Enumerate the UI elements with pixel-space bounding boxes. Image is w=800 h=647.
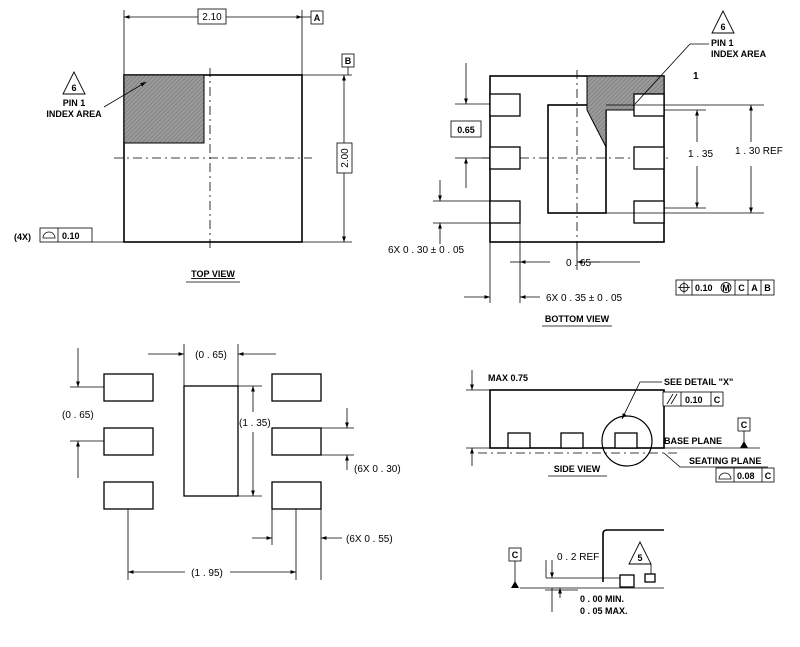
land-pad-left-1 <box>103 373 154 402</box>
side-max-height: MAX 0.75 <box>488 373 528 383</box>
flatness-count: (4X) <box>14 232 31 242</box>
land-pad-left-3 <box>103 481 154 510</box>
bottom-pin1-line1: PIN 1 <box>711 38 734 48</box>
lead-left-3 <box>489 200 521 224</box>
side-view-title: SIDE VIEW <box>554 464 601 474</box>
seating-flat-symbol-icon <box>718 472 732 480</box>
bottom-lead-width-dim: 6X 0 . 30 ± 0 . 05 <box>388 245 465 256</box>
fcf-value: 0.10 <box>695 283 713 293</box>
datum-b-label: B <box>345 56 352 66</box>
note-6-number: 6 <box>71 83 76 93</box>
fcf-datum-3: B <box>764 283 771 293</box>
position-tolerance-frame: 0.10 M C A B <box>675 279 775 296</box>
detail-note-5-number: 5 <box>637 553 642 563</box>
bottom-dim-135: 1 . 35 <box>688 149 713 160</box>
seating-flatness-frame: 0.08 C <box>715 467 775 483</box>
see-detail-x: SEE DETAIL "X" <box>664 377 733 387</box>
seating-flat-value: 0.08 <box>737 471 755 481</box>
side-lead-3 <box>614 432 638 449</box>
pin1-label-line1: PIN 1 <box>63 98 86 108</box>
land-pad-right-3 <box>271 481 322 510</box>
detail-datum-c-label: C <box>512 550 519 560</box>
pin-1-number: 1 <box>693 71 699 82</box>
land-pad-left-2 <box>103 427 154 456</box>
detail-lead <box>619 574 635 588</box>
base-plane-label: BASE PLANE <box>664 436 722 446</box>
top-view-body <box>123 74 303 243</box>
bottom-view: 6 PIN 1 INDEX AREA 1 1 . 35 1 . 30 REF 0… <box>388 9 783 327</box>
top-view-title: TOP VIEW <box>191 269 235 279</box>
flatness-frame <box>39 227 93 243</box>
land-dim-135: (1 . 35) <box>239 418 271 429</box>
bottom-note-6-triangle <box>711 9 735 34</box>
pin1-index-area <box>123 74 205 144</box>
flatness-value: 0.10 <box>62 231 80 241</box>
parallelism-frame: 0.10 C <box>662 391 724 407</box>
land-dim-065-top: (0 . 65) <box>195 350 227 361</box>
detail-x: C 0 . 2 REF 5 0 . 00 MIN. 0 . 05 MAX. <box>508 529 664 616</box>
land-thermal-pad <box>183 385 239 497</box>
side-view: MAX 0.75 SEE DETAIL "X" 0.10 C BASE PLAN… <box>466 370 775 483</box>
land-pad-right-2 <box>271 427 322 456</box>
bottom-dim-065: 0 . 65 <box>566 258 591 269</box>
land-dim-6x030: (6X 0 . 30) <box>354 464 401 475</box>
bottom-note-6-number: 6 <box>720 22 725 32</box>
land-pad-right-1 <box>271 373 322 402</box>
fcf-modifier: M <box>722 283 730 293</box>
top-height-dim: 2.00 <box>340 148 351 168</box>
land-pattern: (0 . 65) (0 . 65) (1 . 35) (6X 0 . 30) (… <box>62 344 401 580</box>
seating-plane-label: SEATING PLANE <box>689 456 761 466</box>
parallel-symbol-icon <box>666 393 674 405</box>
fcf-datum-1: C <box>738 283 745 293</box>
land-dim-195: (1 . 95) <box>191 568 223 579</box>
bottom-view-title: BOTTOM VIEW <box>545 314 610 324</box>
side-lead-2 <box>560 432 584 449</box>
detail-lead-small <box>644 573 656 583</box>
seating-flat-datum: C <box>765 471 772 481</box>
side-lead-1 <box>507 432 531 449</box>
datum-a-box <box>310 10 324 25</box>
detail-x-body <box>602 529 664 582</box>
detail-max-line: 0 . 05 MAX. <box>580 606 628 616</box>
bottom-pitch-value: 0.65 <box>457 125 475 135</box>
lead-left-2 <box>489 146 521 170</box>
detail-x-circle <box>601 415 653 467</box>
lead-left-1 <box>489 93 521 117</box>
datum-b-box <box>341 53 355 68</box>
note-6-triangle <box>62 70 86 95</box>
flatness-symbol-icon <box>42 231 56 239</box>
parallel-value: 0.10 <box>685 395 703 405</box>
exposed-pad <box>547 104 607 214</box>
mmc-modifier-icon <box>720 282 732 293</box>
detail-min-line: 0 . 00 MIN. <box>580 594 624 604</box>
parallel-datum: C <box>714 395 721 405</box>
top-width-dim: 2.10 <box>202 12 222 23</box>
side-datum-c-label: C <box>741 420 748 430</box>
lead-right-3 <box>633 200 665 224</box>
bottom-pin1-line2: INDEX AREA <box>711 49 767 59</box>
fcf-datum-2: A <box>751 283 758 293</box>
land-dim-065-left: (0 . 65) <box>62 410 94 421</box>
land-dim-6x055: (6X 0 . 55) <box>346 534 393 545</box>
detail-note-5-triangle <box>628 540 652 565</box>
bottom-dim-130-ref: 1 . 30 REF <box>735 146 783 157</box>
top-view: 2.10 A 2.00 B 6 PIN 1 INDEX AREA (4X) 0.… <box>14 8 355 283</box>
pin1-label-line2: INDEX AREA <box>46 109 102 119</box>
detail-ref-dim: 0 . 2 REF <box>557 552 599 563</box>
pitch-box <box>450 120 482 138</box>
datum-a-label: A <box>314 13 321 23</box>
bottom-lead-length-dim: 6X 0 . 35 ± 0 . 05 <box>546 293 623 304</box>
lead-right-2 <box>633 146 665 170</box>
